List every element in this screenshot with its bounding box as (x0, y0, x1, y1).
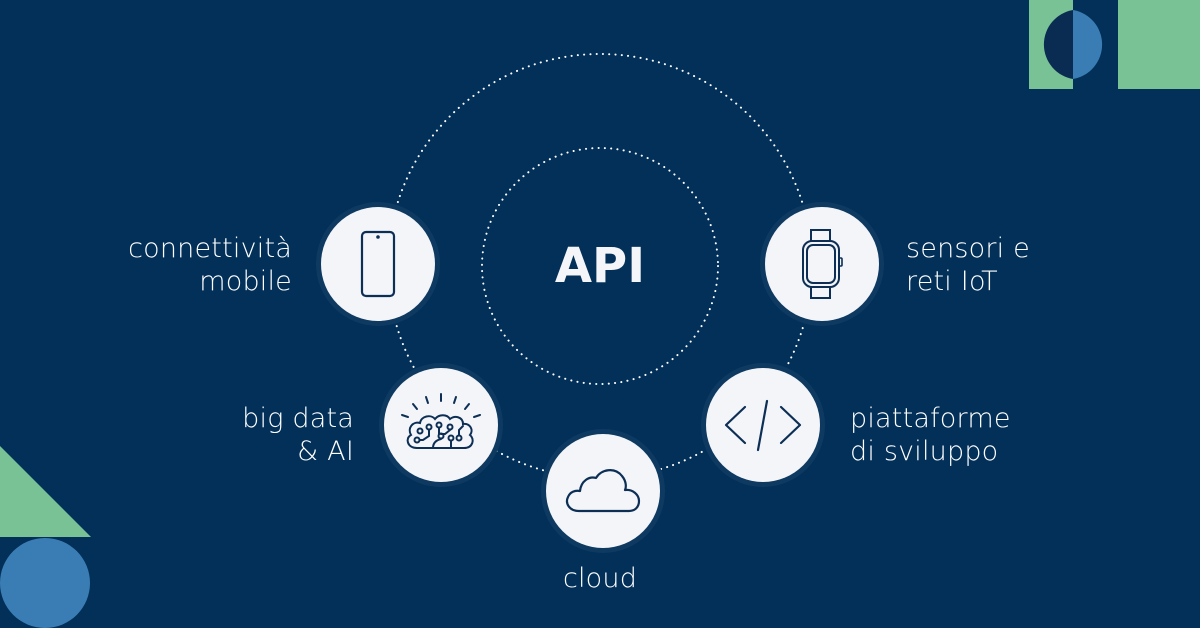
blue-circle (0, 538, 90, 628)
brain-circuit-icon (401, 393, 481, 449)
dark-half-circle (1043, 10, 1073, 79)
label-line: & AI (297, 436, 354, 467)
label-line: piattaforme (850, 403, 1011, 434)
node-mobile (321, 207, 435, 321)
blue-half-circle (1073, 10, 1103, 79)
label-cloud: cloud (500, 562, 700, 595)
node-dev (706, 368, 820, 482)
label-mobile: connettività mobile (90, 232, 292, 298)
node-cloud (546, 434, 660, 548)
node-bigdata (384, 368, 498, 482)
node-iot (765, 207, 879, 321)
smartphone-icon (360, 230, 396, 298)
label-bigdata: big data & AI (150, 402, 354, 468)
label-line: reti IoT (906, 266, 998, 297)
label-line: sensori e (906, 233, 1030, 264)
label-line: big data (242, 403, 354, 434)
label-dev: piattaforme di sviluppo (850, 402, 1070, 468)
label-line: cloud (562, 563, 638, 594)
api-title: API (554, 238, 646, 294)
label-line: connettività (128, 233, 292, 264)
code-icon (724, 399, 802, 452)
label-line: mobile (199, 266, 292, 297)
green-triangle (0, 446, 91, 537)
green-bar-right (1118, 0, 1200, 89)
cloud-icon (565, 469, 641, 513)
inner-dotted-ring (481, 147, 719, 385)
label-line: di sviluppo (850, 436, 999, 467)
smartwatch-icon (802, 229, 843, 299)
label-iot: sensori e reti IoT (906, 232, 1106, 298)
